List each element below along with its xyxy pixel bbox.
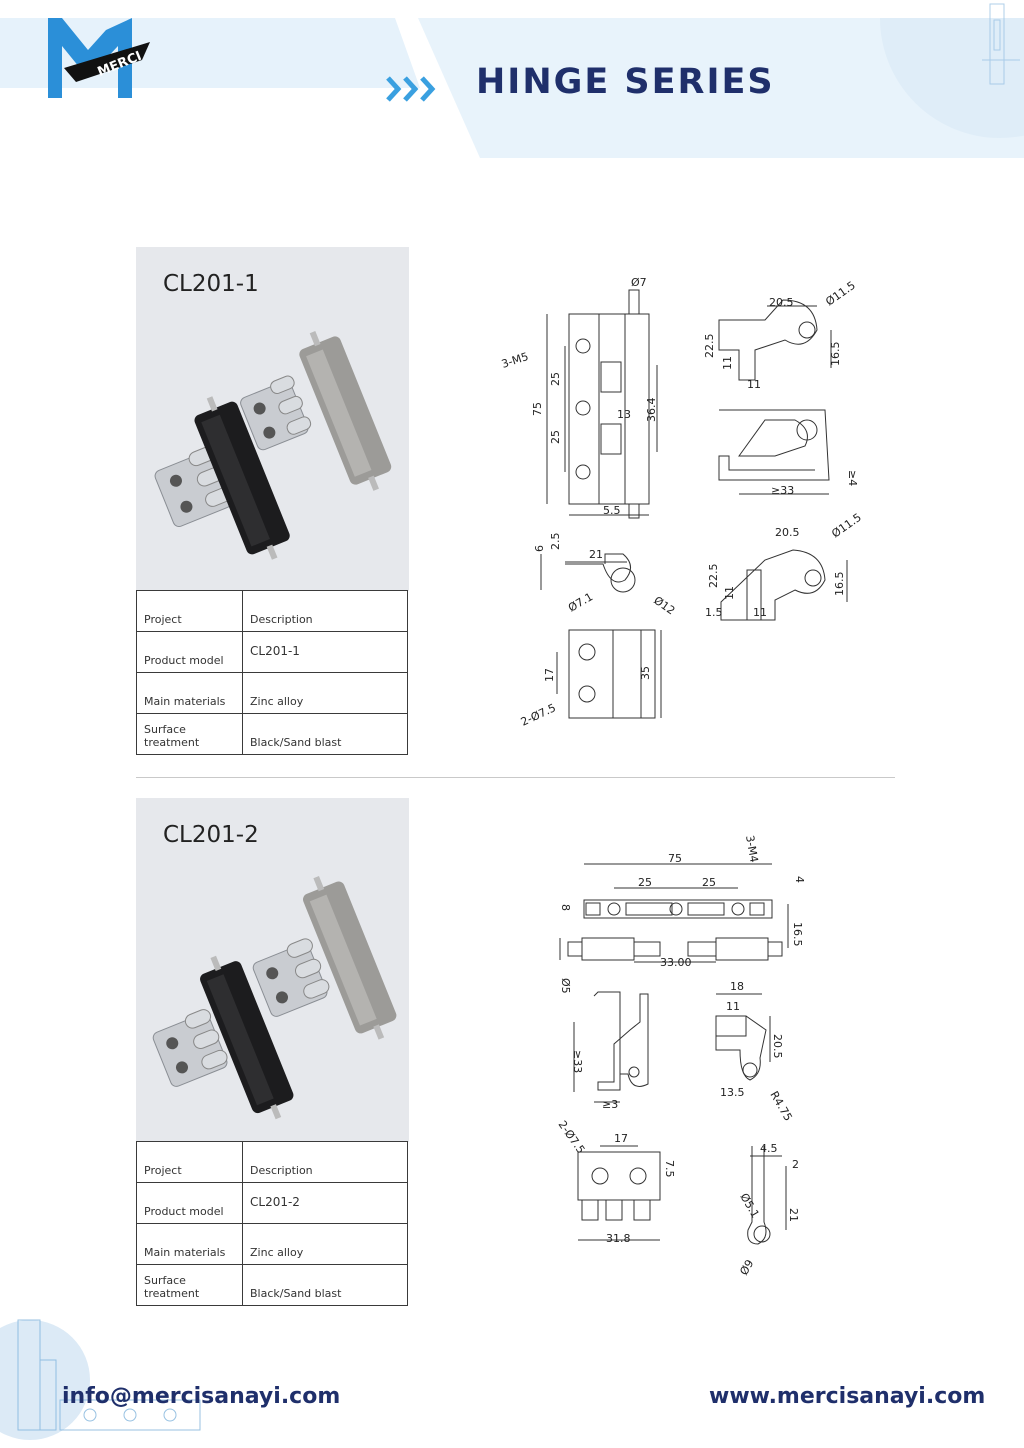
table-header-project: Project [136, 590, 243, 632]
dim-label: 2-Ø7.5 [519, 701, 558, 728]
row-label: Main materials [136, 1223, 243, 1265]
model-title: CL201-2 [163, 822, 259, 848]
dim-label: Ø5 [559, 978, 572, 994]
dim-label: 13 [617, 408, 631, 421]
dim-label: 3-M4 [743, 834, 761, 863]
dim-label: 4 [793, 876, 806, 883]
dim-label: 25 [702, 876, 716, 889]
blueprint-decoration [982, 3, 1020, 85]
product-panel-2: CL201-2 [136, 798, 409, 1142]
dim-label: ≥33 [571, 1050, 584, 1073]
dim-label: 25 [549, 430, 562, 444]
table-header-project: Project [136, 1141, 243, 1183]
dim-label: Ø11.5 [823, 279, 858, 309]
dim-label: 2 [792, 1158, 799, 1171]
table-row: Product model CL201-2 [136, 1182, 408, 1224]
row-value: Zinc alloy [242, 1223, 408, 1265]
dim-label: 11 [726, 1000, 740, 1013]
dim-label: 21 [787, 1208, 800, 1222]
table-row: Surface treatment Black/Sand blast [136, 1264, 408, 1306]
row-value: CL201-2 [242, 1182, 408, 1224]
dim-label: 16.5 [829, 342, 842, 367]
row-label: Product model [136, 1182, 243, 1224]
row-label: Surface treatment [136, 713, 243, 755]
row-value: Zinc alloy [242, 672, 408, 714]
footer-website-link[interactable]: www.mercisanayi.com [709, 1384, 986, 1409]
product-panel-1: CL201-1 [136, 247, 409, 591]
dim-label: 4.5 [760, 1142, 778, 1155]
model-title: CL201-1 [163, 271, 259, 297]
spec-table-1: Project Description Product model CL201-… [136, 590, 408, 755]
dim-label: 17 [614, 1132, 628, 1145]
dim-label: 20.5 [769, 296, 794, 309]
dim-label: 2-Ø7.5 [556, 1118, 588, 1156]
technical-drawing-1: Ø7 3-M5 75 25 25 36.4 13 5.5 20.5 Ø11.5 … [500, 276, 864, 729]
dim-label: 18 [730, 980, 744, 993]
dim-label: 17 [543, 668, 556, 682]
dim-label: 36.4 [645, 398, 658, 423]
dim-label: ≥33 [771, 484, 794, 497]
table-row: Main materials Zinc alloy [136, 672, 408, 714]
blueprint-decoration [0, 1319, 201, 1440]
hinge-photo-2 [152, 876, 397, 1120]
dim-label: 11 [747, 378, 761, 391]
dim-label: 20.5 [771, 1034, 784, 1059]
table-row: Main materials Zinc alloy [136, 1223, 408, 1265]
dim-label: 20.5 [775, 526, 800, 539]
table-row: Surface treatment Black/Sand blast [136, 713, 408, 755]
dim-label: 16.5 [833, 572, 846, 597]
dim-label: 6 [533, 545, 546, 552]
dim-label: 16.5 [791, 922, 804, 947]
merci-logo: MERCI [48, 18, 150, 98]
dim-label: Ø9 [737, 1257, 756, 1277]
table-header-description: Description [242, 590, 408, 632]
dim-label: 1.5 [705, 606, 723, 619]
dim-label: 33.00 [660, 956, 692, 969]
dim-label: 75 [668, 852, 682, 865]
dim-label: 25 [638, 876, 652, 889]
table-header-description: Description [242, 1141, 408, 1183]
dim-label: 25 [549, 372, 562, 386]
dim-label: Ø7 [631, 276, 647, 289]
dim-label: 22.5 [707, 564, 720, 589]
row-value: Black/Sand blast [242, 1264, 408, 1306]
dim-label: 8 [559, 904, 572, 911]
dim-label: 11 [723, 586, 736, 600]
triple-chevron-right-icon [386, 76, 436, 102]
dim-label: R4.75 [767, 1089, 794, 1123]
dim-label: 21 [589, 548, 603, 561]
spec-table-2: Project Description Product model CL201-… [136, 1141, 408, 1306]
dim-label: ≥4 [846, 470, 859, 486]
row-label: Product model [136, 631, 243, 673]
page-title: HINGE SERIES [476, 62, 775, 102]
hinge-photo-1 [154, 330, 392, 560]
dim-label: Ø7.1 [566, 590, 595, 614]
row-label: Main materials [136, 672, 243, 714]
dim-label: 3-M5 [500, 350, 530, 371]
footer-email-link[interactable]: info@mercisanayi.com [62, 1384, 341, 1409]
dim-label: 7.5 [663, 1160, 676, 1178]
row-value: CL201-1 [242, 631, 408, 673]
dim-label: 31.8 [606, 1232, 631, 1245]
row-label: Surface treatment [136, 1264, 243, 1306]
dim-label: 5.5 [603, 504, 621, 517]
dim-label: 22.5 [703, 334, 716, 359]
technical-drawing-2: 75 3-M4 25 25 4 8 16.5 33.00 Ø5 18 11 20… [556, 834, 806, 1277]
dim-label: 35 [639, 666, 652, 680]
dim-label: 2.5 [549, 533, 562, 551]
dim-label: 75 [531, 402, 544, 416]
dim-label: Ø11.5 [829, 511, 864, 541]
dim-label: 13.5 [720, 1086, 745, 1099]
dim-label: 11 [753, 606, 767, 619]
section-divider [136, 777, 895, 778]
dim-label: Ø12 [651, 594, 677, 618]
dim-label: 11 [721, 356, 734, 370]
dim-label: ≥3 [602, 1098, 618, 1111]
table-row: Product model CL201-1 [136, 631, 408, 673]
row-value: Black/Sand blast [242, 713, 408, 755]
dim-label: Ø5.1 [737, 1191, 761, 1220]
